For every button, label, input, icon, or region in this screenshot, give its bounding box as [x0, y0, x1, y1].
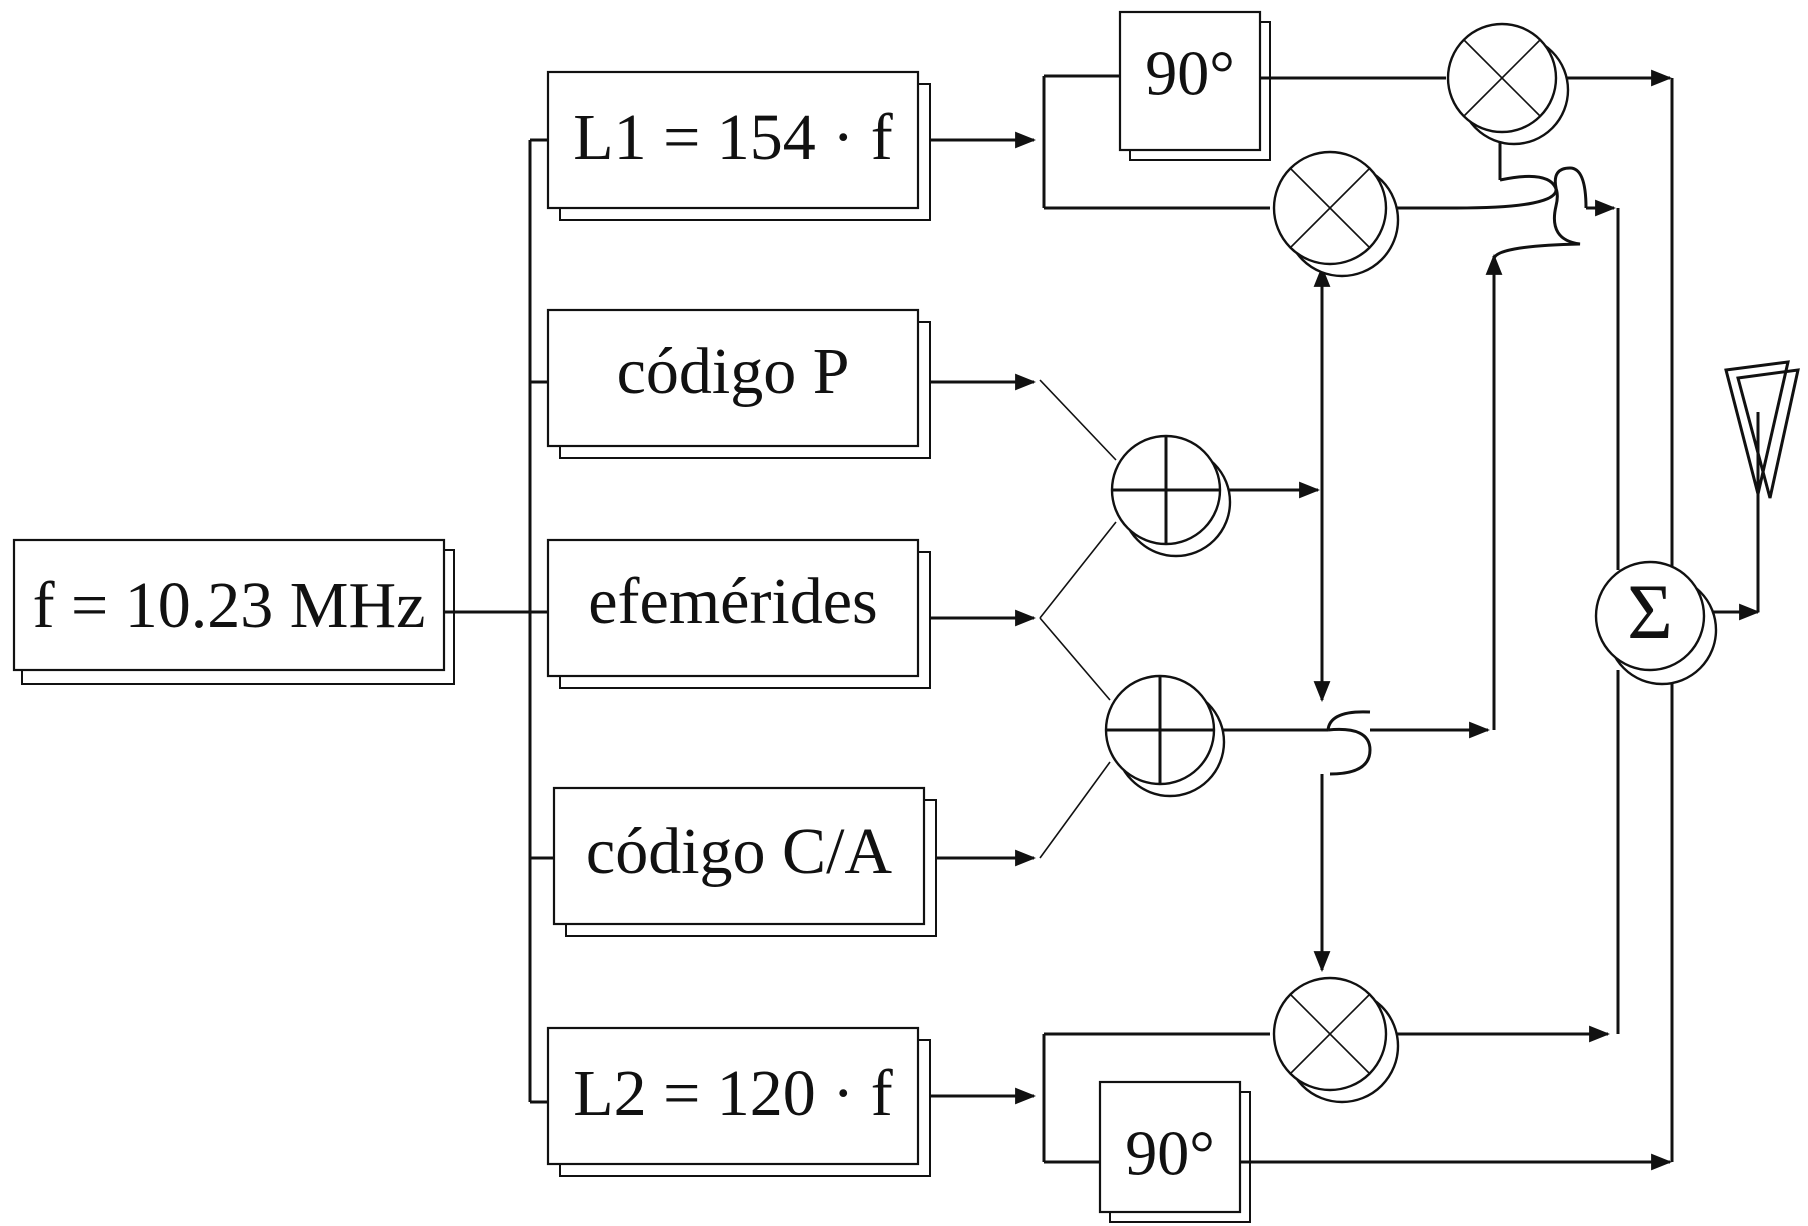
sigma-circle-icon: Σ	[1627, 568, 1672, 655]
circle-plus-icon	[1112, 436, 1220, 544]
circle-plus-icon	[1106, 676, 1214, 784]
oscillator-bus	[444, 138, 554, 1104]
l1-carrier-label: L1 = 154 · f	[573, 101, 893, 174]
l1-carrier-block: L1 = 154 · f	[546, 70, 931, 221]
ephemeris-block: efemérides	[546, 538, 931, 689]
oscillator-block: f = 10.23 MHz	[12, 538, 455, 685]
ca-code-label: código C/A	[586, 815, 892, 888]
p-code-block: código P	[546, 308, 931, 459]
p-code-label: código P	[617, 335, 850, 408]
ca-code-block: código C/A	[552, 786, 937, 937]
code-mix-wires	[1039, 265, 1491, 973]
multiplier-top-left	[1272, 150, 1400, 278]
l2-carrier-block: L2 = 120 · f	[546, 1026, 931, 1177]
adder-p-code	[1110, 434, 1232, 558]
l2-carrier-label: L2 = 120 · f	[573, 1057, 893, 1130]
oscillator-label: f = 10.23 MHz	[33, 569, 426, 642]
phase-shift-bottom-label: 90°	[1125, 1118, 1215, 1189]
phase-shift-top-label: 90°	[1145, 38, 1235, 109]
antenna-icon	[1724, 360, 1800, 500]
multiplier-bottom	[1272, 976, 1400, 1104]
l2-branch-wires	[1042, 1025, 1673, 1171]
adder-ca-code	[1104, 674, 1226, 798]
summer: Σ	[1594, 560, 1718, 686]
phase-shift-bottom-block: 90°	[1098, 1080, 1251, 1223]
circle-x-icon	[1289, 167, 1371, 249]
circle-x-icon	[1463, 39, 1541, 117]
ephemeris-label: efemérides	[588, 565, 878, 638]
l1-branch-wires	[1042, 69, 1673, 730]
circle-x-icon	[1289, 993, 1371, 1075]
phase-shift-top-block: 90°	[1118, 10, 1271, 161]
block-output-arrows	[930, 131, 1037, 1105]
multiplier-top-right	[1446, 22, 1570, 146]
